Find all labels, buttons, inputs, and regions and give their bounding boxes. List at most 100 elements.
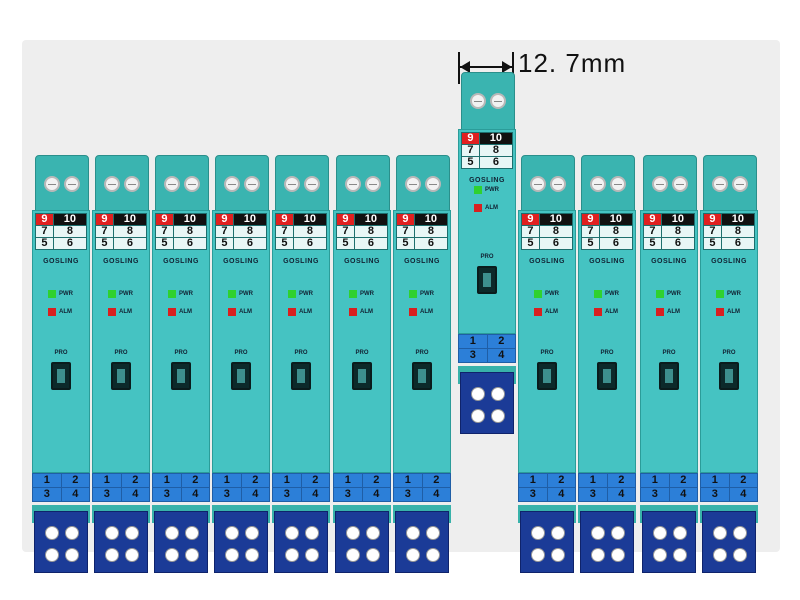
- screw-icon[interactable]: [425, 176, 441, 192]
- screw-icon[interactable]: [732, 176, 748, 192]
- screw-icon[interactable]: [165, 548, 179, 562]
- brand-logo: GOSLING: [283, 258, 319, 265]
- screw-icon[interactable]: [185, 526, 199, 540]
- screw-icon[interactable]: [611, 548, 625, 562]
- screw-icon[interactable]: [305, 526, 319, 540]
- screw-icon[interactable]: [471, 409, 485, 423]
- screw-icon[interactable]: [184, 176, 200, 192]
- usb-port-icon[interactable]: [51, 362, 71, 390]
- screw-icon[interactable]: [285, 526, 299, 540]
- module-body: [700, 210, 758, 473]
- usb-port-icon[interactable]: [412, 362, 432, 390]
- usb-port-icon[interactable]: [659, 362, 679, 390]
- screw-icon[interactable]: [44, 176, 60, 192]
- terminal-label: 6: [598, 237, 634, 250]
- screw-icon[interactable]: [366, 548, 380, 562]
- screw-icon[interactable]: [531, 526, 545, 540]
- screw-icon[interactable]: [65, 548, 79, 562]
- usb-port-icon[interactable]: [597, 362, 617, 390]
- pro-label: PRO: [722, 350, 736, 356]
- screw-icon[interactable]: [284, 176, 300, 192]
- screw-icon[interactable]: [611, 526, 625, 540]
- screw-icon[interactable]: [164, 176, 180, 192]
- screw-icon[interactable]: [285, 548, 299, 562]
- screw-icon[interactable]: [245, 548, 259, 562]
- screw-icon[interactable]: [305, 548, 319, 562]
- screw-icon[interactable]: [405, 176, 421, 192]
- screw-icon[interactable]: [225, 548, 239, 562]
- terminal-label: 6: [292, 237, 328, 250]
- usb-port-icon[interactable]: [291, 362, 311, 390]
- module-body: [578, 210, 636, 473]
- screw-icon[interactable]: [45, 548, 59, 562]
- screw-icon[interactable]: [733, 548, 747, 562]
- usb-port-icon[interactable]: [537, 362, 557, 390]
- screw-icon[interactable]: [125, 548, 139, 562]
- screw-icon[interactable]: [591, 526, 605, 540]
- screw-icon[interactable]: [345, 176, 361, 192]
- screw-icon[interactable]: [346, 526, 360, 540]
- screw-icon[interactable]: [65, 526, 79, 540]
- screw-icon[interactable]: [224, 176, 240, 192]
- terminal-label: 9: [155, 213, 174, 226]
- terminal-label: 6: [232, 237, 268, 250]
- screw-icon[interactable]: [550, 176, 566, 192]
- usb-port-icon[interactable]: [477, 266, 497, 294]
- screw-icon[interactable]: [426, 526, 440, 540]
- screw-icon[interactable]: [530, 176, 546, 192]
- screw-icon[interactable]: [64, 176, 80, 192]
- usb-port-icon[interactable]: [719, 362, 739, 390]
- terminal-label: 2: [240, 473, 270, 488]
- screw-icon[interactable]: [652, 176, 668, 192]
- screw-icon[interactable]: [125, 526, 139, 540]
- screw-icon[interactable]: [713, 548, 727, 562]
- terminal-cap: [35, 155, 89, 215]
- screw-icon[interactable]: [406, 526, 420, 540]
- terminal-label: 10: [598, 213, 634, 226]
- screw-icon[interactable]: [733, 526, 747, 540]
- screw-icon[interactable]: [366, 526, 380, 540]
- screw-icon[interactable]: [551, 548, 565, 562]
- usb-port-icon[interactable]: [171, 362, 191, 390]
- brand-logo: GOSLING: [163, 258, 199, 265]
- usb-port-icon[interactable]: [111, 362, 131, 390]
- terminal-label: 6: [538, 237, 574, 250]
- usb-port-icon[interactable]: [231, 362, 251, 390]
- screw-icon[interactable]: [426, 548, 440, 562]
- screw-icon[interactable]: [653, 526, 667, 540]
- screw-icon[interactable]: [365, 176, 381, 192]
- screw-icon[interactable]: [471, 387, 485, 401]
- screw-icon[interactable]: [712, 176, 728, 192]
- screw-icon[interactable]: [713, 526, 727, 540]
- screw-icon[interactable]: [124, 176, 140, 192]
- screw-icon[interactable]: [165, 526, 179, 540]
- terminal-base: [702, 511, 756, 573]
- screw-icon[interactable]: [610, 176, 626, 192]
- screw-icon[interactable]: [590, 176, 606, 192]
- screw-icon[interactable]: [672, 176, 688, 192]
- screw-icon[interactable]: [244, 176, 260, 192]
- screw-icon[interactable]: [470, 93, 486, 109]
- screw-icon[interactable]: [591, 548, 605, 562]
- screw-icon[interactable]: [346, 548, 360, 562]
- screw-icon[interactable]: [490, 93, 506, 109]
- screw-icon[interactable]: [531, 548, 545, 562]
- screw-icon[interactable]: [245, 526, 259, 540]
- screw-icon[interactable]: [185, 548, 199, 562]
- screw-icon[interactable]: [406, 548, 420, 562]
- screw-icon[interactable]: [45, 526, 59, 540]
- screw-icon[interactable]: [491, 387, 505, 401]
- terminal-label: 5: [461, 156, 480, 169]
- screw-icon[interactable]: [551, 526, 565, 540]
- screw-icon[interactable]: [653, 548, 667, 562]
- screw-icon[interactable]: [673, 526, 687, 540]
- terminal-label: 8: [232, 225, 268, 238]
- screw-icon[interactable]: [104, 176, 120, 192]
- screw-icon[interactable]: [105, 526, 119, 540]
- screw-icon[interactable]: [105, 548, 119, 562]
- screw-icon[interactable]: [491, 409, 505, 423]
- screw-icon[interactable]: [673, 548, 687, 562]
- screw-icon[interactable]: [225, 526, 239, 540]
- usb-port-icon[interactable]: [352, 362, 372, 390]
- screw-icon[interactable]: [304, 176, 320, 192]
